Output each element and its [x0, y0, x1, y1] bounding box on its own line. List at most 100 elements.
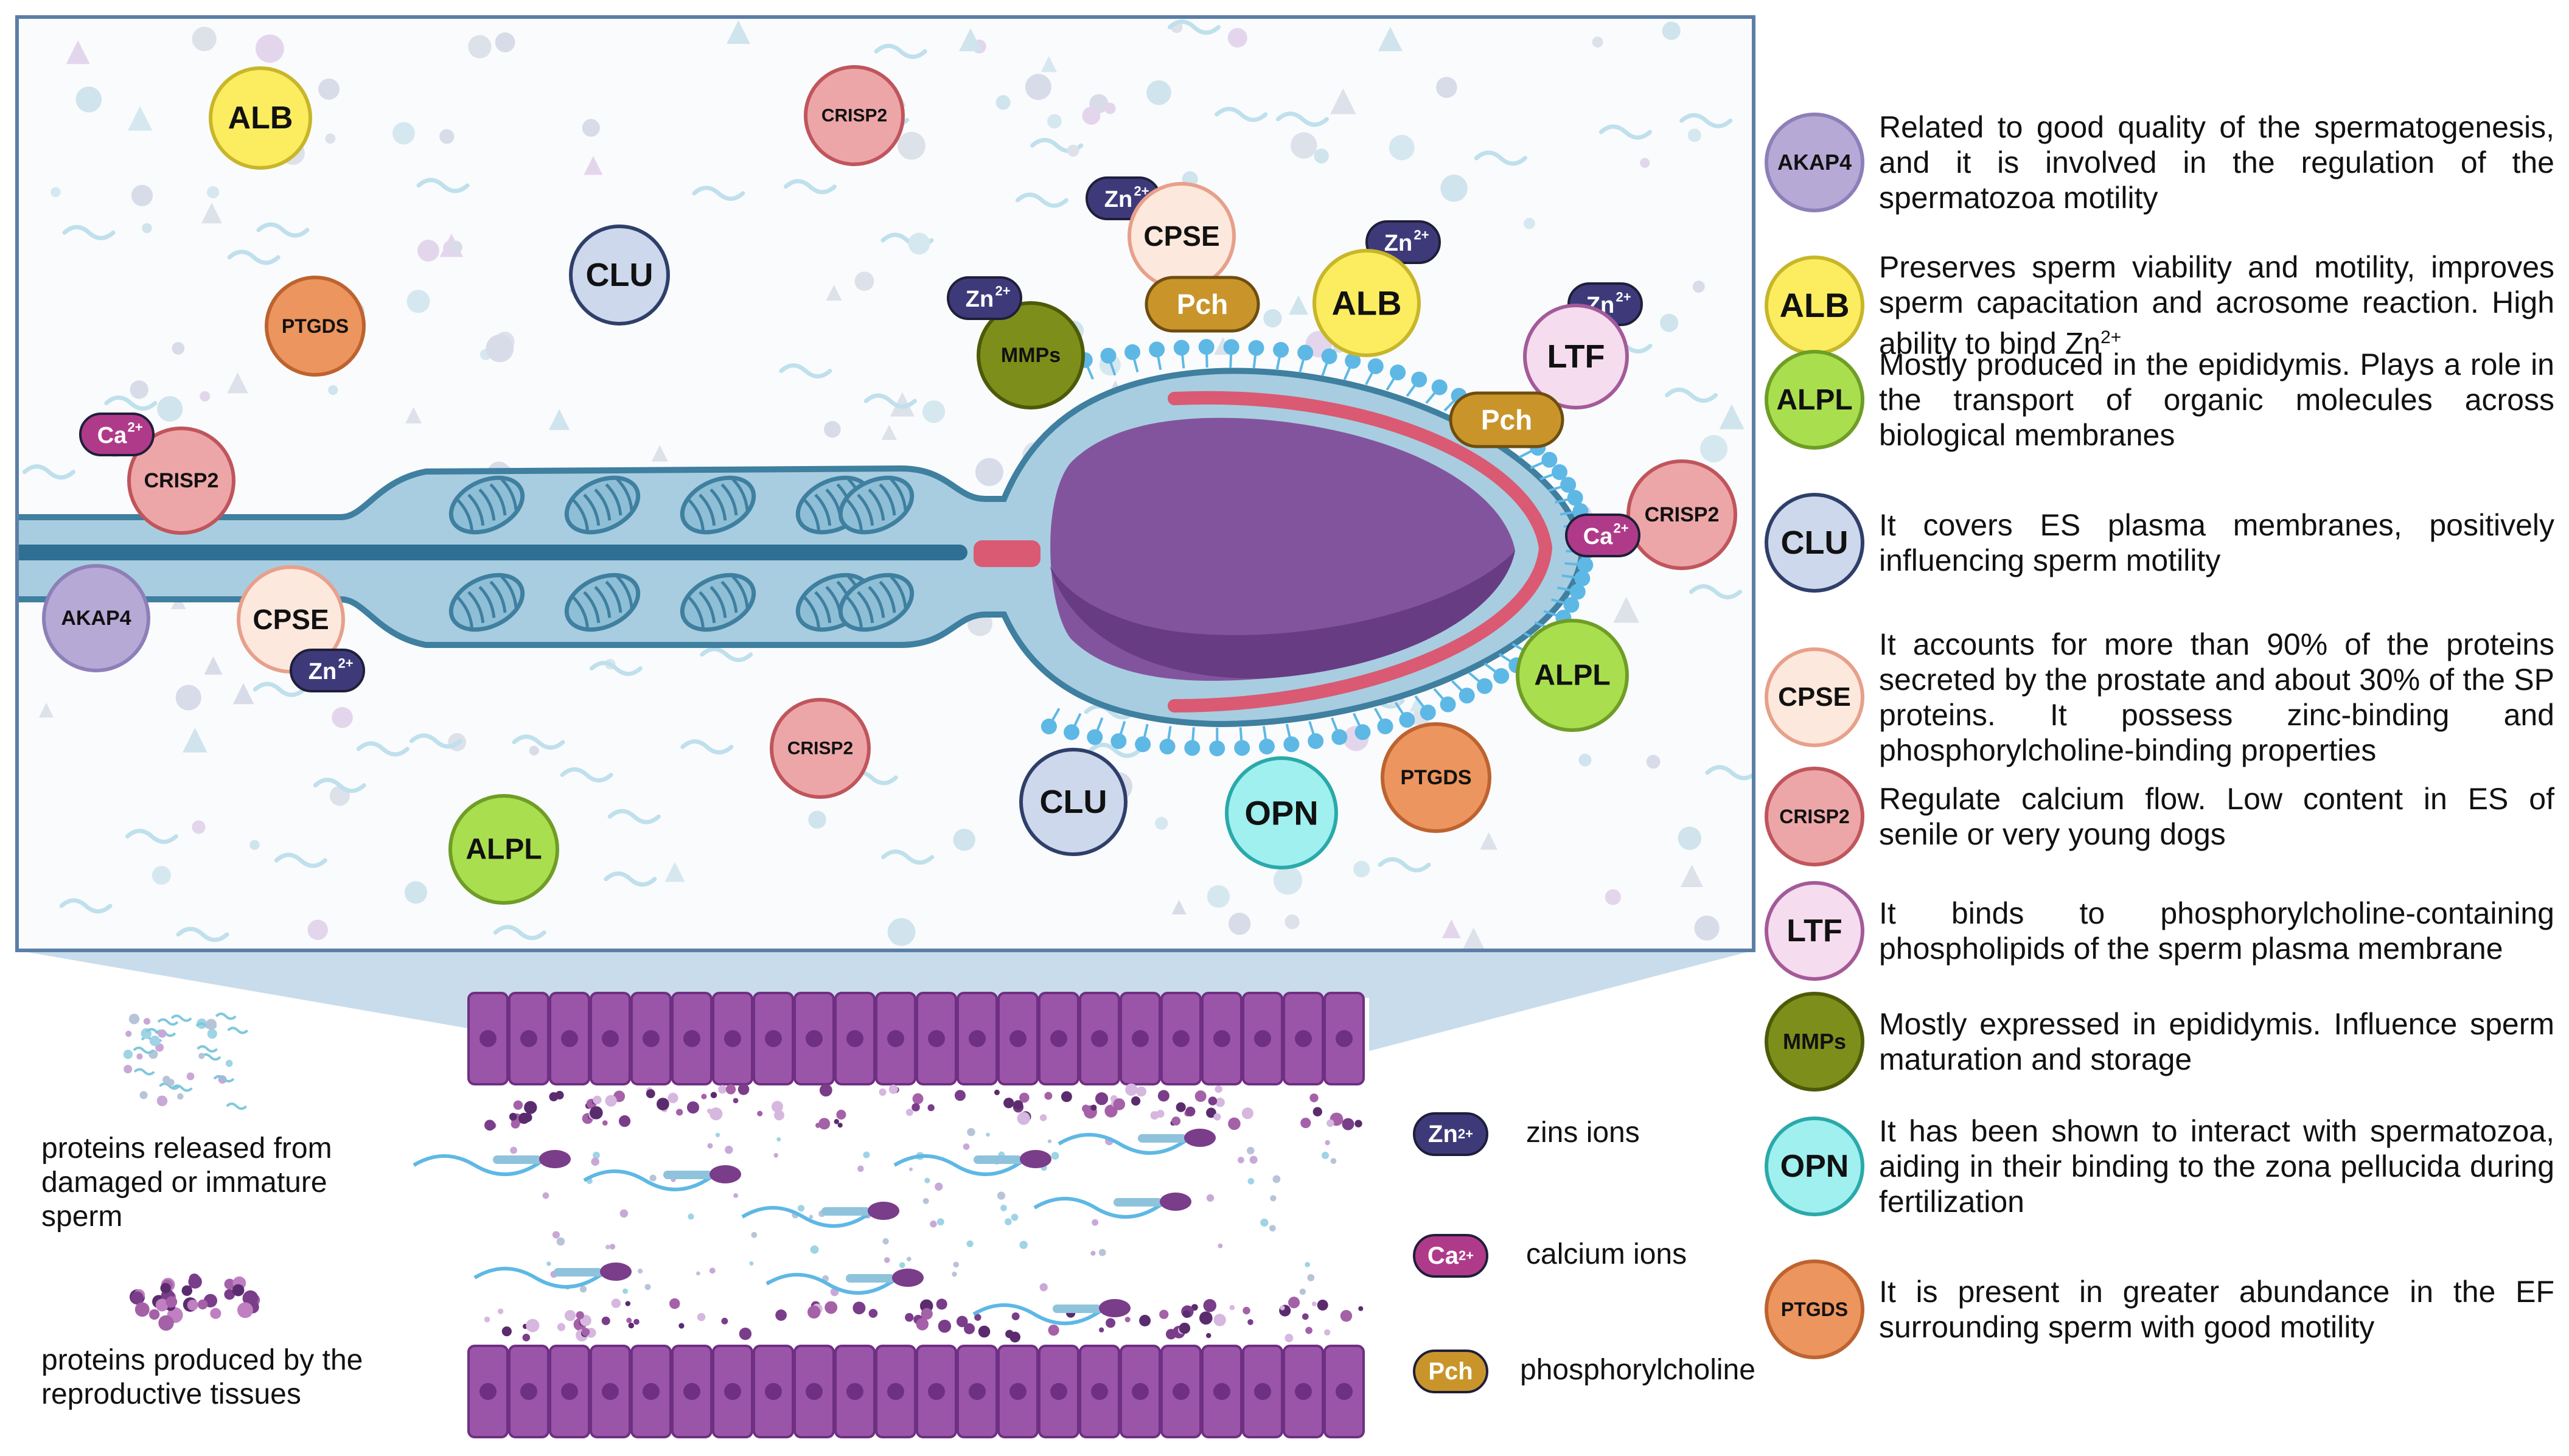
membrane-bead: [1440, 696, 1456, 712]
background-dot: [1155, 817, 1168, 830]
background-squiggle: [1689, 584, 1742, 600]
background-dot: [922, 400, 946, 423]
background-triangle: [548, 409, 570, 430]
protein-crisp2: CRISP2: [804, 65, 905, 166]
background-dot: [1692, 280, 1705, 293]
acrosome-band: [1168, 391, 1553, 712]
background-squiggle: [227, 249, 281, 265]
membrane-bead: [1321, 348, 1337, 364]
background-squiggle: [356, 741, 410, 757]
membrane-bead: [1064, 724, 1080, 740]
legend-description: It binds to phosphorylcholine-containing…: [1879, 896, 2554, 966]
protein-crisp2: CRISP2: [1626, 459, 1737, 570]
background-dot: [1389, 134, 1415, 161]
background-squiggle: [1167, 19, 1221, 35]
background-squiggle: [59, 898, 113, 914]
svg-text:Zn: Zn: [1104, 187, 1132, 212]
membrane-bead: [1574, 570, 1591, 587]
background-triangle: [66, 40, 90, 64]
ions-legend-badge-pch: Pch: [1413, 1350, 1488, 1393]
background-triangle: [405, 407, 422, 423]
background-dot: [1660, 313, 1679, 332]
protein-label: MMPs: [1001, 344, 1061, 367]
background-squiggle: [62, 225, 116, 240]
background-dot: [417, 240, 439, 262]
epithelium-top: [467, 992, 1365, 1085]
legend-description: Related to good quality of the spermatog…: [1879, 110, 2554, 215]
legend-description: Regulate calcium flow. Low content in ES…: [1879, 782, 2554, 851]
membrane-bead: [1258, 738, 1275, 754]
background-dot: [468, 35, 492, 59]
membrane-bead: [1541, 451, 1558, 468]
background-triangle: [1719, 404, 1745, 430]
background-dot: [1146, 80, 1171, 105]
protein-label: CPSE: [1143, 220, 1219, 252]
protein-alb: ALB: [209, 66, 312, 170]
phosphorylcholine-badge: Pch: [1145, 276, 1260, 333]
background-squiggle: [1598, 124, 1652, 140]
background-dot: [908, 232, 930, 255]
background-squiggle: [700, 647, 753, 663]
membrane-bead: [1420, 704, 1436, 720]
legend-badge-crisp2: CRISP2: [1765, 767, 1864, 866]
membrane-bead: [1377, 718, 1393, 734]
background-squiggle: [560, 767, 613, 783]
background-dot: [582, 119, 600, 137]
background-dot: [325, 133, 336, 144]
protein-label: ALPL: [465, 834, 542, 866]
background-triangle: [881, 424, 897, 440]
background-squiggle: [125, 829, 178, 845]
background-dot: [1662, 21, 1681, 40]
background-triangle: [1681, 865, 1703, 887]
background-dot: [1314, 148, 1329, 164]
protein-cpse: CPSE: [237, 565, 345, 674]
background-triangle: [1409, 695, 1426, 712]
membrane-bead: [1552, 464, 1568, 480]
mitochondrion: [680, 475, 756, 535]
membrane-bead: [1100, 347, 1117, 364]
background-dot: [175, 684, 201, 711]
epithelium-bottom: [467, 1345, 1365, 1438]
mitochondrion: [564, 573, 641, 632]
protein-cpse: CPSE: [1128, 182, 1236, 290]
ions-legend-label: phosphorylcholine: [1520, 1354, 1755, 1386]
produced-proteins-caption: proteins produced by the reproductive ti…: [41, 1344, 363, 1410]
sperm-small: [413, 1150, 571, 1176]
background-squiggle: [874, 43, 927, 59]
background-dot: [249, 840, 260, 850]
background-dot: [1291, 132, 1317, 159]
background-triangle: [1040, 56, 1057, 72]
background-dot: [975, 458, 1003, 486]
membrane-bead: [1390, 364, 1406, 381]
legend-badge-ltf: LTF: [1765, 881, 1864, 981]
protein-ptgds: PTGDS: [265, 276, 366, 377]
sperm-small: [893, 1150, 1051, 1176]
membrane-bead: [1308, 733, 1324, 750]
membrane-bead: [1345, 353, 1361, 369]
membrane-bead: [1149, 341, 1165, 358]
background-dot: [1353, 860, 1370, 878]
legend-badge-mmps: MMPs: [1765, 992, 1864, 1092]
mitochondrion: [838, 573, 915, 632]
membrane-bead: [1476, 678, 1493, 694]
background-dot: [406, 290, 430, 313]
protein-label: CLU: [1040, 784, 1107, 820]
background-triangle: [227, 372, 248, 394]
membrane-bead: [1283, 736, 1300, 753]
background-dot: [192, 820, 206, 834]
legend-badge-cpse: CPSE: [1765, 647, 1864, 747]
background-dot: [1694, 915, 1720, 941]
protein-alpl: ALPL: [1516, 619, 1629, 732]
background-dot: [1263, 309, 1282, 328]
released-proteins-sample: [123, 1012, 249, 1110]
background-dot: [1524, 217, 1535, 229]
background-dot: [1082, 106, 1101, 125]
background-triangle: [826, 285, 842, 301]
background-dot: [1047, 114, 1062, 129]
